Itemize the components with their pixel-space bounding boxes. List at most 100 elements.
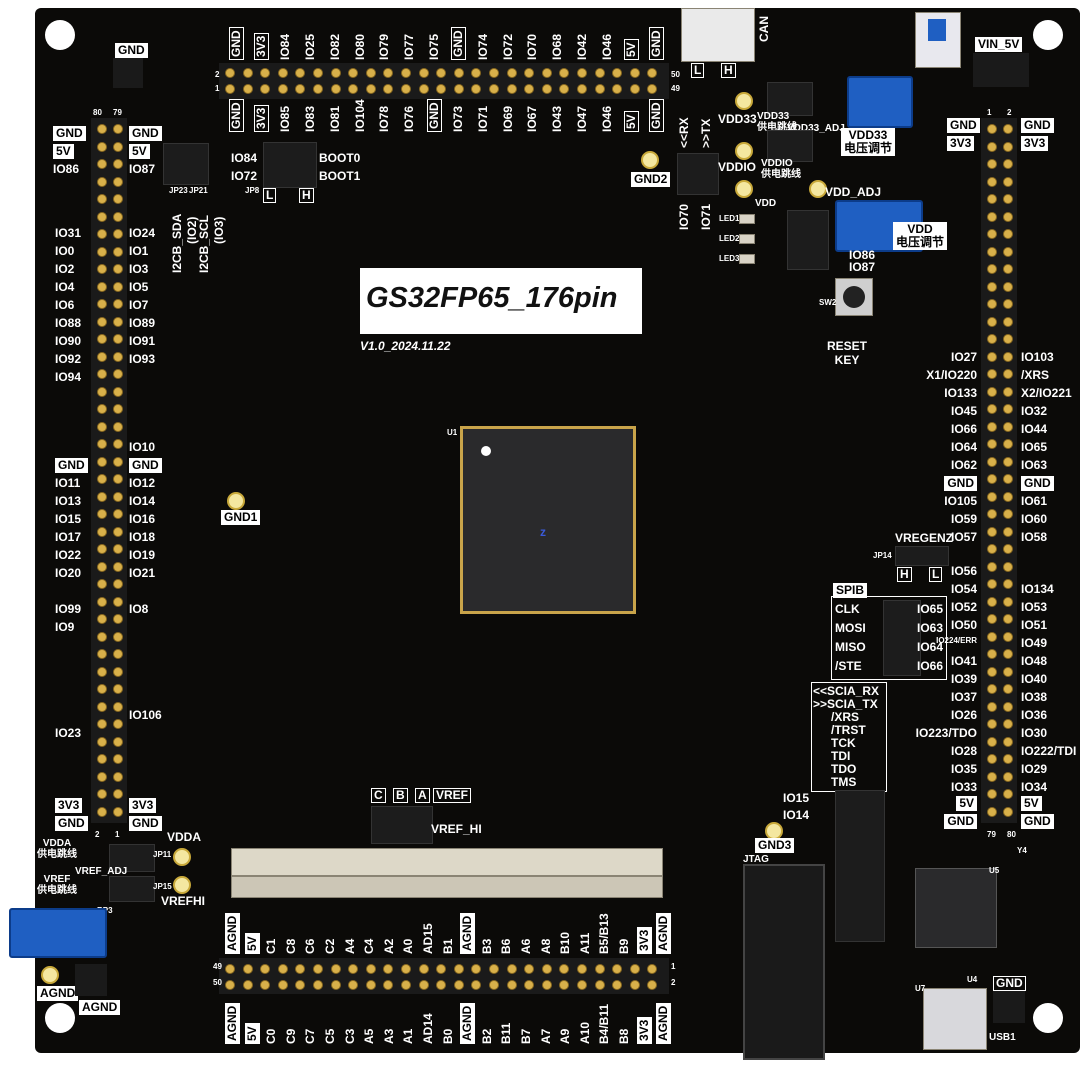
header-pad xyxy=(1003,194,1013,204)
header-pad xyxy=(97,719,107,729)
agnd-left-label-2: AGND xyxy=(79,1000,121,1015)
header-pad xyxy=(1003,526,1013,537)
header-pad xyxy=(1003,754,1013,764)
bottom-header-pin-label: AGND xyxy=(656,912,672,954)
header-pad xyxy=(453,84,464,94)
left-header-pin-label: IO6 xyxy=(55,298,75,312)
pin-label-80: 80 xyxy=(93,108,102,117)
header-pad xyxy=(987,614,997,624)
jtag-signal-label: TDI xyxy=(831,749,851,763)
vdd-jumper[interactable] xyxy=(787,210,829,270)
agnd-test-point[interactable] xyxy=(41,966,59,984)
left-header-pin-label: IO10 xyxy=(129,440,156,454)
top-header-pin-label: GND xyxy=(229,99,244,132)
header-pad xyxy=(113,789,123,799)
boot-jumper[interactable] xyxy=(263,142,317,188)
vddio-test-point[interactable] xyxy=(735,142,753,160)
header-pad xyxy=(987,281,997,292)
usb1-label: USB1 xyxy=(989,1032,1016,1043)
vref-jumper[interactable] xyxy=(371,806,433,844)
vrefhi-test-point[interactable] xyxy=(173,876,191,894)
vdd-test-point[interactable] xyxy=(735,180,753,198)
vdd33-potentiometer[interactable] xyxy=(847,76,913,128)
pin-label-1: 1 xyxy=(671,962,676,971)
header-pad xyxy=(1003,719,1013,729)
header-pad xyxy=(225,980,235,990)
top-header-pin-label: IO82 xyxy=(327,33,342,60)
power-switch-lever[interactable] xyxy=(928,19,946,41)
reset-button-cap[interactable] xyxy=(843,286,865,308)
left-header-pin-label: IO15 xyxy=(55,512,82,526)
led1 xyxy=(739,214,755,224)
header-pad xyxy=(1003,806,1013,817)
header-pad xyxy=(383,980,394,990)
header-pad xyxy=(113,334,123,344)
vdd33-jumper[interactable] xyxy=(767,82,813,116)
header-pad xyxy=(348,980,359,990)
i2c-jumper[interactable] xyxy=(163,143,209,185)
top-header-pin-label: IO72 xyxy=(500,33,515,60)
header-pad xyxy=(97,631,107,642)
boot1-label: BOOT1 xyxy=(319,169,361,183)
jtag-connector[interactable] xyxy=(743,864,825,1060)
right-header-pin-label: IO134 xyxy=(1021,582,1054,596)
header-pad xyxy=(113,246,123,257)
header-pad xyxy=(1003,684,1013,694)
reset-button[interactable] xyxy=(835,278,873,316)
can-connector[interactable] xyxy=(681,8,755,62)
header-pad xyxy=(1003,561,1013,572)
header-pad xyxy=(97,386,107,397)
right-header-pin-label: IO58 xyxy=(1021,530,1048,544)
header-pad xyxy=(113,404,123,414)
header-pad xyxy=(987,666,997,677)
top-header-pin-label: IO84 xyxy=(278,33,293,60)
gnd-header-label: GND xyxy=(115,43,148,58)
boot-l-label: L xyxy=(263,188,277,203)
vref-select-jumper[interactable] xyxy=(109,876,155,902)
can-jumper[interactable] xyxy=(677,153,719,195)
power-switch[interactable] xyxy=(915,12,961,68)
vregenz-jumper[interactable] xyxy=(895,546,949,566)
vdd-adj-test-point[interactable] xyxy=(809,180,827,198)
vddio-jumper[interactable] xyxy=(767,130,813,162)
top-header-pin-label: IO104 xyxy=(352,99,367,132)
header-pad xyxy=(97,754,107,764)
left-header-pin-label: IO21 xyxy=(129,566,156,580)
header-pad xyxy=(612,84,623,94)
vref-column-label: A xyxy=(415,788,430,803)
header-pad xyxy=(418,68,429,78)
header-pad xyxy=(436,84,447,94)
resistor-row xyxy=(231,876,663,898)
header-pad xyxy=(594,964,605,974)
usb-connector[interactable] xyxy=(923,988,987,1050)
gnd2-test-point[interactable] xyxy=(641,151,659,169)
header-pad xyxy=(97,176,107,187)
header-pad xyxy=(97,684,107,694)
bottom-header-pin-label: B7 xyxy=(519,1028,533,1044)
header-pad xyxy=(330,68,341,78)
header-pad xyxy=(506,964,517,974)
left-header-pin-label: 3V3 xyxy=(129,798,157,813)
bottom-header-pin-label: B4/B11 xyxy=(597,1003,612,1044)
spib-jumper[interactable] xyxy=(883,600,921,676)
vin-5v-label: VIN_5V xyxy=(975,37,1023,52)
bottom-header-pin-label: AGND xyxy=(225,912,240,954)
header-pad xyxy=(987,369,997,379)
left-header-pin-label: 5V xyxy=(129,144,150,159)
usb-bridge-chip xyxy=(915,868,997,948)
left-header-pin-label: IO9 xyxy=(55,620,75,634)
header-pad xyxy=(418,980,429,990)
header-pad xyxy=(1003,456,1013,467)
gnd-bottom-right-header xyxy=(993,991,1025,1023)
pin-label-2: 1 xyxy=(215,84,220,93)
vdd33-test-point[interactable] xyxy=(735,92,753,110)
vref-potentiometer[interactable] xyxy=(9,908,107,958)
right-header-pin-label: GND xyxy=(947,118,980,133)
vdda-jumper[interactable] xyxy=(109,844,155,872)
header-pad xyxy=(113,369,123,379)
vref-column-label: C xyxy=(371,788,386,803)
vdda-test-point[interactable] xyxy=(173,848,191,866)
jtag-signal-jumper[interactable] xyxy=(835,790,885,942)
gnd1-test-point[interactable] xyxy=(227,492,245,510)
bottom-header-pin-label: C4 xyxy=(362,938,377,954)
